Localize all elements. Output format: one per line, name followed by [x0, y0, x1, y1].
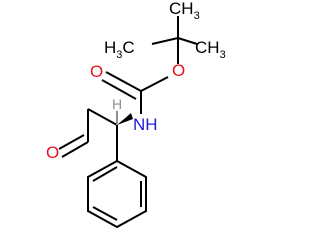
amine-label: NH: [133, 115, 158, 134]
stereo-h-label: H: [112, 96, 122, 112]
bond-aldehyde-double-1: [61, 141, 89, 158]
methyl-right-label: CH3: [195, 38, 226, 61]
phenyl-ring: [87, 159, 147, 229]
bond-tbu-to-ch3-left: [151, 37, 179, 45]
carbonyl-oxygen-label: O: [90, 62, 103, 81]
bond-carbonyl-double-1: [105, 71, 142, 92]
phenyl-inner-bond-3: [92, 166, 118, 182]
phenyl-inner-bond-2: [92, 206, 118, 221]
molecule-diagram: CH3 H3C CH3 O O NH O H: [46, 0, 226, 229]
bond-ester-o-to-carbonyl-c: [140, 76, 169, 92]
bond-aldehyde-double-2: [58, 134, 85, 150]
methyl-top-label: CH3: [169, 0, 200, 22]
ester-oxygen-label: O: [172, 61, 185, 80]
bond-ch2-to-chiral: [87, 108, 118, 126]
wedge-bond-to-n: [117, 113, 133, 125]
structure-svg: CH3 H3C CH3 O O NH O H: [46, 0, 226, 229]
bond-tbu-to-ch3-right: [177, 37, 198, 45]
bond-carbonyl-double-2: [101, 79, 137, 100]
aldehyde-oxygen-label: O: [46, 143, 59, 162]
methyl-left-label: H3C: [104, 38, 135, 61]
